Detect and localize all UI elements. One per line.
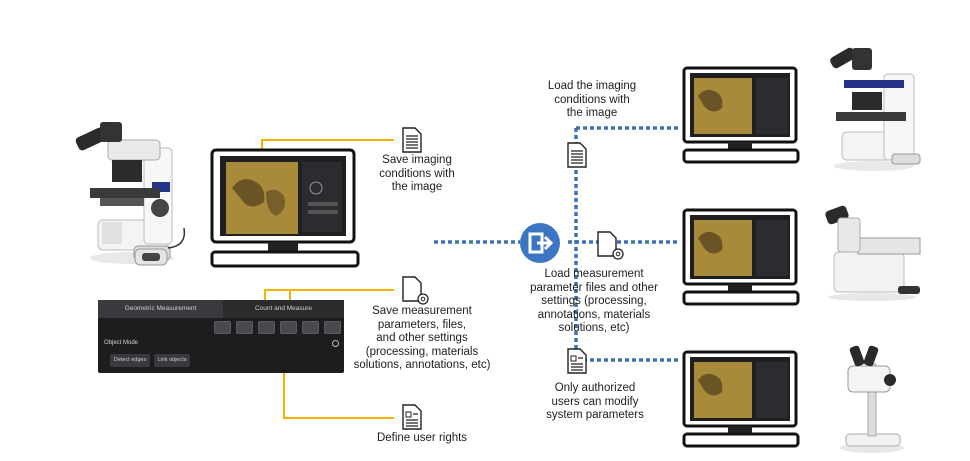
tab-count-and-measure[interactable]: Count and Measure — [254, 305, 313, 312]
tab-geometric-measurement[interactable]: Geometric Measurement — [98, 300, 223, 318]
load-measurement-document-gear-icon — [597, 231, 624, 260]
label-line: the image — [566, 107, 618, 119]
label-line: Load measurement — [544, 268, 644, 280]
tab-bar: Geometric Measurement Count and Measure — [98, 300, 344, 318]
load-tool-button[interactable] — [236, 321, 253, 334]
label-line: Only authorized — [554, 382, 636, 394]
label-line: Define user rights — [376, 432, 468, 444]
label-line: conditions with — [379, 167, 455, 180]
label-save-measurement: Save measurement parameters, files, and … — [347, 305, 497, 373]
label-line: parameters, files, — [377, 318, 467, 331]
microscope-stereo — [840, 345, 904, 453]
share-hub-icon — [520, 223, 560, 263]
label-line: solutions, annotations, etc) — [353, 359, 491, 371]
document-gear-icon — [402, 276, 429, 305]
label-line: system parameters — [546, 409, 644, 421]
monitor-bottom-right — [682, 350, 800, 448]
label-line: Save measurement — [372, 305, 472, 317]
monitor-middle-right — [682, 208, 800, 306]
label-line: Save imaging — [382, 154, 452, 166]
link-objects-button[interactable]: Link objects — [154, 354, 190, 367]
monitor-main — [210, 148, 360, 268]
microscope-inverted — [825, 205, 921, 301]
label-line: parameter files and other — [530, 281, 658, 294]
label-line: Load the imaging — [547, 80, 637, 92]
control-pad-icon — [134, 248, 168, 266]
label-line: users can modify — [551, 395, 639, 408]
label-line: and other settings — [376, 332, 468, 344]
gear-icon[interactable] — [332, 340, 339, 347]
label-load-measurement: Load measurement parameter files and oth… — [520, 268, 668, 336]
monitor-top-right — [682, 66, 800, 164]
detect-edges-button[interactable]: Detect edges — [110, 354, 150, 367]
microscope-upright-right — [830, 47, 921, 171]
settings-tool-button[interactable] — [324, 321, 341, 334]
microscope-upright-left — [75, 122, 186, 264]
save-tool-button[interactable] — [258, 321, 275, 334]
authorized-document-icon — [567, 348, 587, 374]
user-rights-document-icon — [402, 404, 422, 430]
label-line: (processing, materials — [365, 345, 479, 358]
select-tool-button[interactable] — [214, 321, 231, 334]
object-mode-label: Object Mode — [104, 340, 139, 346]
connector-define-rights — [283, 368, 394, 419]
document-icon — [402, 127, 422, 153]
export-tool-button[interactable] — [280, 321, 297, 334]
label-line: annotations, materials — [537, 308, 651, 321]
label-load-imaging: Load the imaging conditions with the ima… — [532, 80, 652, 121]
label-line: the image — [391, 181, 443, 193]
software-panel: Geometric Measurement Count and Measure … — [98, 300, 344, 373]
measure-tool-button[interactable] — [302, 321, 319, 334]
label-authorized: Only authorized users can modify system … — [530, 382, 660, 423]
label-define-rights: Define user rights — [362, 432, 482, 446]
load-imaging-document-icon — [567, 142, 587, 168]
label-line: settings (processing, — [541, 295, 647, 307]
label-save-imaging: Save imaging conditions with the image — [362, 154, 472, 195]
label-line: solutions, etc) — [558, 322, 630, 334]
label-line: conditions with — [554, 93, 630, 106]
